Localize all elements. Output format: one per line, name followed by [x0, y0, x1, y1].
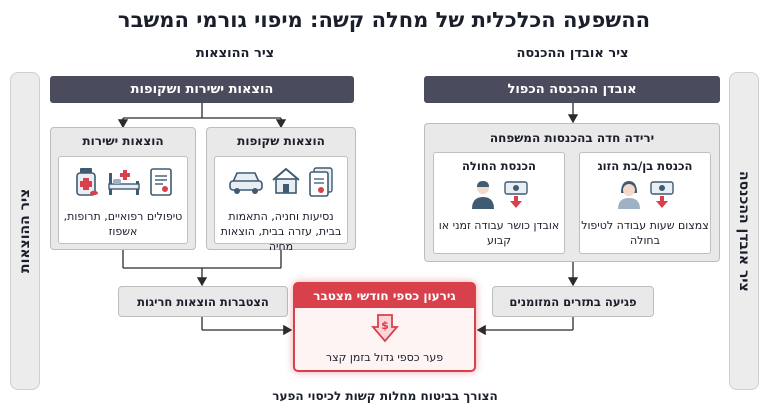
- dollar-down-icon: $: [370, 314, 399, 346]
- cash-down-icon: [649, 179, 675, 213]
- transparent-expenses-card: נסיעות וחניה, התאמות בבית, עזרה בבית, הו…: [214, 156, 348, 253]
- patient-income-text: אובדן כושר עבודה זמני או קבוע: [438, 219, 560, 247]
- patient-income-card: הכנסת החולה אובדן כושר עבודה זמני או קבו…: [433, 152, 565, 254]
- cash-down-icon: [503, 179, 529, 213]
- income-drop-title: ירידה חדה בהכנסות המשפחה: [489, 131, 655, 145]
- medical-document-icon: [149, 167, 173, 201]
- direct-expenses-card: טיפולים רפואיים, תרופות, אשפוז: [58, 156, 188, 244]
- left-side-band: [10, 72, 40, 390]
- house-icon: [270, 167, 302, 201]
- expenses-bar: הוצאות ישירות ושקופות: [50, 76, 354, 103]
- insurance-need-note: הצורך בביטוח מחלות קשות לכיסוי הפער: [272, 389, 498, 403]
- monthly-deficit-title: גירעון כספי חודשי מצטבר: [295, 284, 474, 308]
- female-person-icon: [615, 179, 643, 213]
- page-title: ההשפעה הכלכלית של מחלה קשה: מיפוי גורמי …: [117, 8, 651, 32]
- male-person-icon: [469, 179, 497, 213]
- monthly-deficit-box: גירעון כספי חודשי מצטבר $ פער כספי גדול …: [293, 282, 476, 372]
- svg-text:$: $: [381, 319, 389, 332]
- income-drop-panel: ירידה חדה בהכנסות המשפחה הכנסת בן/בת הזו…: [424, 123, 720, 262]
- spouse-income-title: הכנסת בן/בת הזוג: [597, 159, 693, 173]
- spouse-income-text: צמצום שעות עבודה לטיפול בחולה: [581, 219, 709, 247]
- monthly-deficit-text: פער כספי גדול בזמן קצר: [325, 351, 444, 364]
- transparent-expenses-title: הוצאות שקופות: [237, 134, 325, 148]
- expense-accumulation-box: הצטברות הוצאות חריגות: [118, 286, 288, 317]
- patient-income-title: הכנסת החולה: [462, 159, 536, 173]
- bills-icon: [308, 167, 334, 201]
- right-side-band: [729, 72, 759, 390]
- transparent-expenses-panel: הוצאות שקופות: [206, 127, 356, 253]
- cashflow-impact-box: פגיעה בתזרים המזומנים: [492, 286, 654, 317]
- income-axis-header: ציר אובדן ההכנסה: [516, 46, 629, 61]
- medicine-bottle-icon: [73, 167, 99, 201]
- transparent-expenses-text: נסיעות וחניה, התאמות בבית, עזרה בבית, הו…: [220, 210, 342, 253]
- spouse-income-card: הכנסת בן/בת הזוג צמצום שעות עבודה לטיפול…: [579, 152, 711, 254]
- car-icon: [228, 167, 264, 201]
- right-side-label: ציר אובדן ההכנסה: [736, 170, 752, 292]
- income-loss-bar: אובדן ההכנסה הכפול: [424, 76, 720, 103]
- hospital-bed-icon: [107, 167, 141, 201]
- direct-expenses-text: טיפולים רפואיים, תרופות, אשפוז: [63, 210, 183, 238]
- direct-expenses-panel: הוצאות ישירות: [50, 127, 196, 250]
- direct-expenses-title: הוצאות ישירות: [82, 134, 164, 148]
- expenses-axis-header: ציר ההוצאות: [195, 46, 275, 61]
